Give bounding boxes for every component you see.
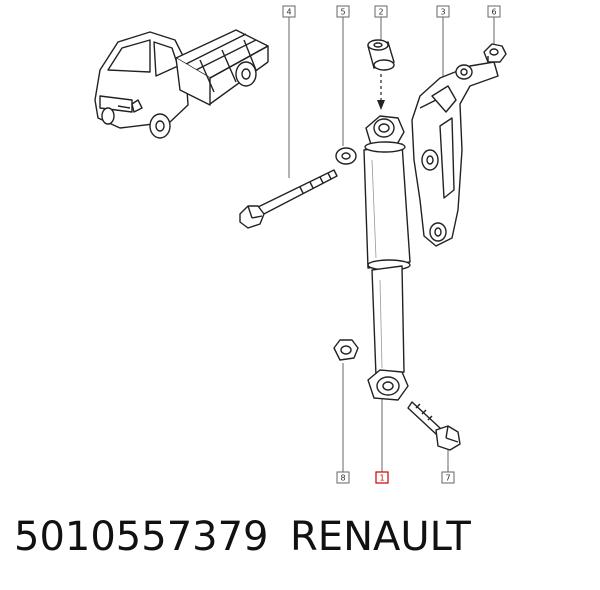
callout-7-label: 7 bbox=[445, 474, 450, 483]
nut-icon bbox=[333, 339, 359, 361]
shock-absorber-icon bbox=[363, 115, 411, 401]
callout-2: 2 bbox=[374, 5, 388, 40]
bracket-icon bbox=[411, 61, 499, 247]
callout-5-label: 5 bbox=[340, 8, 345, 17]
callout-6-label: 6 bbox=[491, 8, 496, 17]
callout-6: 6 bbox=[487, 5, 501, 45]
callout-2-label: 2 bbox=[378, 8, 383, 17]
washer-icon bbox=[335, 147, 357, 165]
bolt-icon bbox=[407, 401, 461, 451]
callout-7: 7 bbox=[441, 448, 455, 484]
brand-name: RENAULT bbox=[290, 514, 471, 560]
callout-5: 5 bbox=[336, 5, 350, 146]
part-number: 5010557379 bbox=[14, 514, 269, 560]
callout-1: 1 bbox=[375, 396, 389, 484]
callout-8: 8 bbox=[336, 363, 350, 484]
callout-4: 4 bbox=[282, 5, 296, 178]
callout-3: 3 bbox=[436, 5, 450, 82]
nut-icon bbox=[483, 43, 507, 63]
bolt-icon bbox=[239, 169, 338, 229]
callout-3-label: 3 bbox=[440, 8, 445, 17]
van-chassis-icon bbox=[94, 29, 269, 139]
callout-8-label: 8 bbox=[340, 474, 345, 483]
callout-4-label: 4 bbox=[286, 8, 291, 17]
bushing-icon bbox=[367, 39, 395, 71]
callout-1-label: 1 bbox=[379, 474, 384, 483]
